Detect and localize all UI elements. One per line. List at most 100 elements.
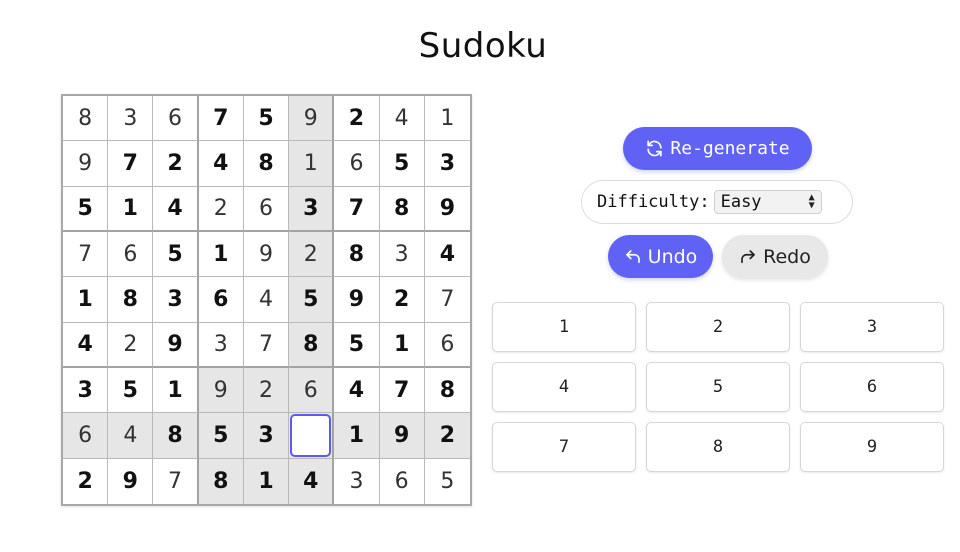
sudoku-cell[interactable]: 3 xyxy=(379,231,425,278)
sudoku-cell[interactable]: 2 xyxy=(108,322,154,368)
undo-button[interactable]: Undo xyxy=(608,235,713,278)
sudoku-cell[interactable]: 2 xyxy=(243,367,290,414)
number-key-3[interactable]: 3 xyxy=(800,302,944,352)
number-key-7[interactable]: 7 xyxy=(492,422,636,472)
refresh-icon xyxy=(645,139,664,158)
sudoku-cell[interactable]: 1 xyxy=(379,322,425,368)
sudoku-cell[interactable]: 1 xyxy=(108,186,154,232)
sudoku-cell[interactable]: 9 xyxy=(243,231,290,278)
sudoku-cell[interactable]: 8 xyxy=(424,368,470,414)
sudoku-cell[interactable]: 5 xyxy=(63,186,109,232)
sudoku-cell[interactable]: 5 xyxy=(198,413,244,459)
sudoku-cell[interactable]: 6 xyxy=(63,413,109,459)
sudoku-cell[interactable]: 7 xyxy=(153,458,199,504)
sudoku-cell[interactable]: 9 xyxy=(198,367,244,414)
sudoku-cell[interactable]: 7 xyxy=(108,141,154,187)
sudoku-cell[interactable]: 2 xyxy=(63,458,109,504)
sudoku-cell[interactable]: 9 xyxy=(334,277,380,323)
sudoku-cell[interactable]: 3 xyxy=(198,322,244,368)
sudoku-cell[interactable]: 9 xyxy=(424,187,470,232)
sudoku-cell[interactable]: 9 xyxy=(289,96,335,142)
sudoku-cell[interactable]: 1 xyxy=(243,458,290,504)
select-arrows-icon: ▲▼ xyxy=(808,192,815,211)
sudoku-cell[interactable]: 5 xyxy=(334,322,380,368)
redo-button[interactable]: Redo xyxy=(722,235,828,278)
sudoku-cell[interactable]: 8 xyxy=(63,96,109,142)
sudoku-cell[interactable]: 5 xyxy=(153,231,199,278)
sudoku-cell[interactable]: 3 xyxy=(153,277,199,323)
sudoku-cell[interactable]: 8 xyxy=(153,413,199,459)
number-key-8[interactable]: 8 xyxy=(646,422,790,472)
sudoku-cell[interactable]: 3 xyxy=(63,367,109,414)
sudoku-cell[interactable]: 3 xyxy=(243,413,290,459)
sudoku-cell[interactable]: 4 xyxy=(334,367,380,414)
sudoku-cell[interactable]: 1 xyxy=(289,141,335,187)
sudoku-cell[interactable]: 4 xyxy=(379,96,425,142)
sudoku-cell[interactable]: 4 xyxy=(153,186,199,232)
sudoku-cell[interactable]: 6 xyxy=(243,186,290,232)
sudoku-cell[interactable]: 7 xyxy=(379,367,425,414)
sudoku-cell[interactable]: 6 xyxy=(198,277,244,323)
sudoku-cell[interactable]: 7 xyxy=(63,231,109,278)
sudoku-cell[interactable]: 6 xyxy=(108,231,154,278)
sudoku-cell[interactable]: 7 xyxy=(424,277,470,323)
selected-cell[interactable] xyxy=(289,413,335,459)
sudoku-cell[interactable]: 4 xyxy=(424,232,470,278)
sudoku-cell[interactable]: 8 xyxy=(334,231,380,278)
sudoku-cell[interactable]: 8 xyxy=(289,322,335,368)
sudoku-cell[interactable]: 1 xyxy=(153,367,199,414)
sudoku-cell[interactable]: 7 xyxy=(334,186,380,232)
sudoku-cell[interactable]: 6 xyxy=(289,367,335,414)
number-key-9[interactable]: 9 xyxy=(800,422,944,472)
sudoku-cell[interactable]: 2 xyxy=(289,231,335,278)
page-title: Sudoku xyxy=(418,26,548,66)
sudoku-cell[interactable]: 6 xyxy=(334,141,380,187)
number-key-2[interactable]: 2 xyxy=(646,302,790,352)
sudoku-cell[interactable]: 9 xyxy=(153,322,199,368)
sudoku-cell[interactable]: 6 xyxy=(380,458,425,504)
number-key-1[interactable]: 1 xyxy=(492,302,636,352)
regenerate-label: Re-generate xyxy=(670,138,790,159)
number-key-6[interactable]: 6 xyxy=(800,362,944,412)
sudoku-cell[interactable]: 5 xyxy=(243,96,290,142)
sudoku-cell[interactable]: 6 xyxy=(424,323,470,368)
sudoku-cell[interactable]: 1 xyxy=(424,96,470,142)
sudoku-cell[interactable]: 3 xyxy=(424,141,470,187)
sudoku-cell[interactable]: 4 xyxy=(108,413,154,459)
sudoku-cell[interactable]: 8 xyxy=(379,186,425,232)
sudoku-cell[interactable]: 2 xyxy=(334,96,380,142)
sudoku-cell[interactable]: 8 xyxy=(108,277,154,323)
sudoku-cell[interactable]: 1 xyxy=(63,277,109,323)
sudoku-cell[interactable]: 6 xyxy=(153,96,199,142)
sudoku-cell[interactable]: 8 xyxy=(243,141,290,187)
sudoku-cell[interactable]: 9 xyxy=(63,141,109,187)
sudoku-cell[interactable]: 4 xyxy=(63,322,109,368)
sudoku-cell[interactable]: 4 xyxy=(198,141,244,187)
sudoku-cell[interactable]: 2 xyxy=(153,141,199,187)
difficulty-select[interactable]: Easy ▲▼ xyxy=(713,190,822,214)
difficulty-value: Easy xyxy=(720,192,762,212)
regenerate-button[interactable]: Re-generate xyxy=(623,127,812,170)
sudoku-cell[interactable]: 2 xyxy=(379,277,425,323)
sudoku-cell[interactable]: 7 xyxy=(198,96,244,142)
sudoku-cell[interactable]: 1 xyxy=(198,231,244,278)
sudoku-cell[interactable]: 3 xyxy=(334,458,380,504)
sudoku-cell[interactable]: 1 xyxy=(334,413,380,459)
sudoku-cell[interactable]: 4 xyxy=(243,277,290,323)
sudoku-cell[interactable]: 5 xyxy=(379,141,425,187)
sudoku-cell[interactable]: 8 xyxy=(198,458,244,504)
sudoku-cell[interactable]: 9 xyxy=(108,458,154,504)
sudoku-cell[interactable]: 7 xyxy=(243,322,290,368)
undo-label: Undo xyxy=(647,245,698,268)
sudoku-cell[interactable]: 3 xyxy=(289,186,335,232)
sudoku-cell[interactable]: 5 xyxy=(289,277,335,323)
sudoku-cell[interactable]: 5 xyxy=(440,468,455,494)
number-key-5[interactable]: 5 xyxy=(646,362,790,412)
sudoku-cell[interactable]: 2 xyxy=(198,186,244,232)
sudoku-cell[interactable]: 9 xyxy=(379,413,425,459)
sudoku-cell[interactable]: 5 xyxy=(108,367,154,414)
sudoku-cell[interactable]: 2 xyxy=(424,413,470,459)
sudoku-cell[interactable]: 4 xyxy=(289,458,335,504)
sudoku-cell[interactable]: 3 xyxy=(108,96,154,142)
number-key-4[interactable]: 4 xyxy=(492,362,636,412)
